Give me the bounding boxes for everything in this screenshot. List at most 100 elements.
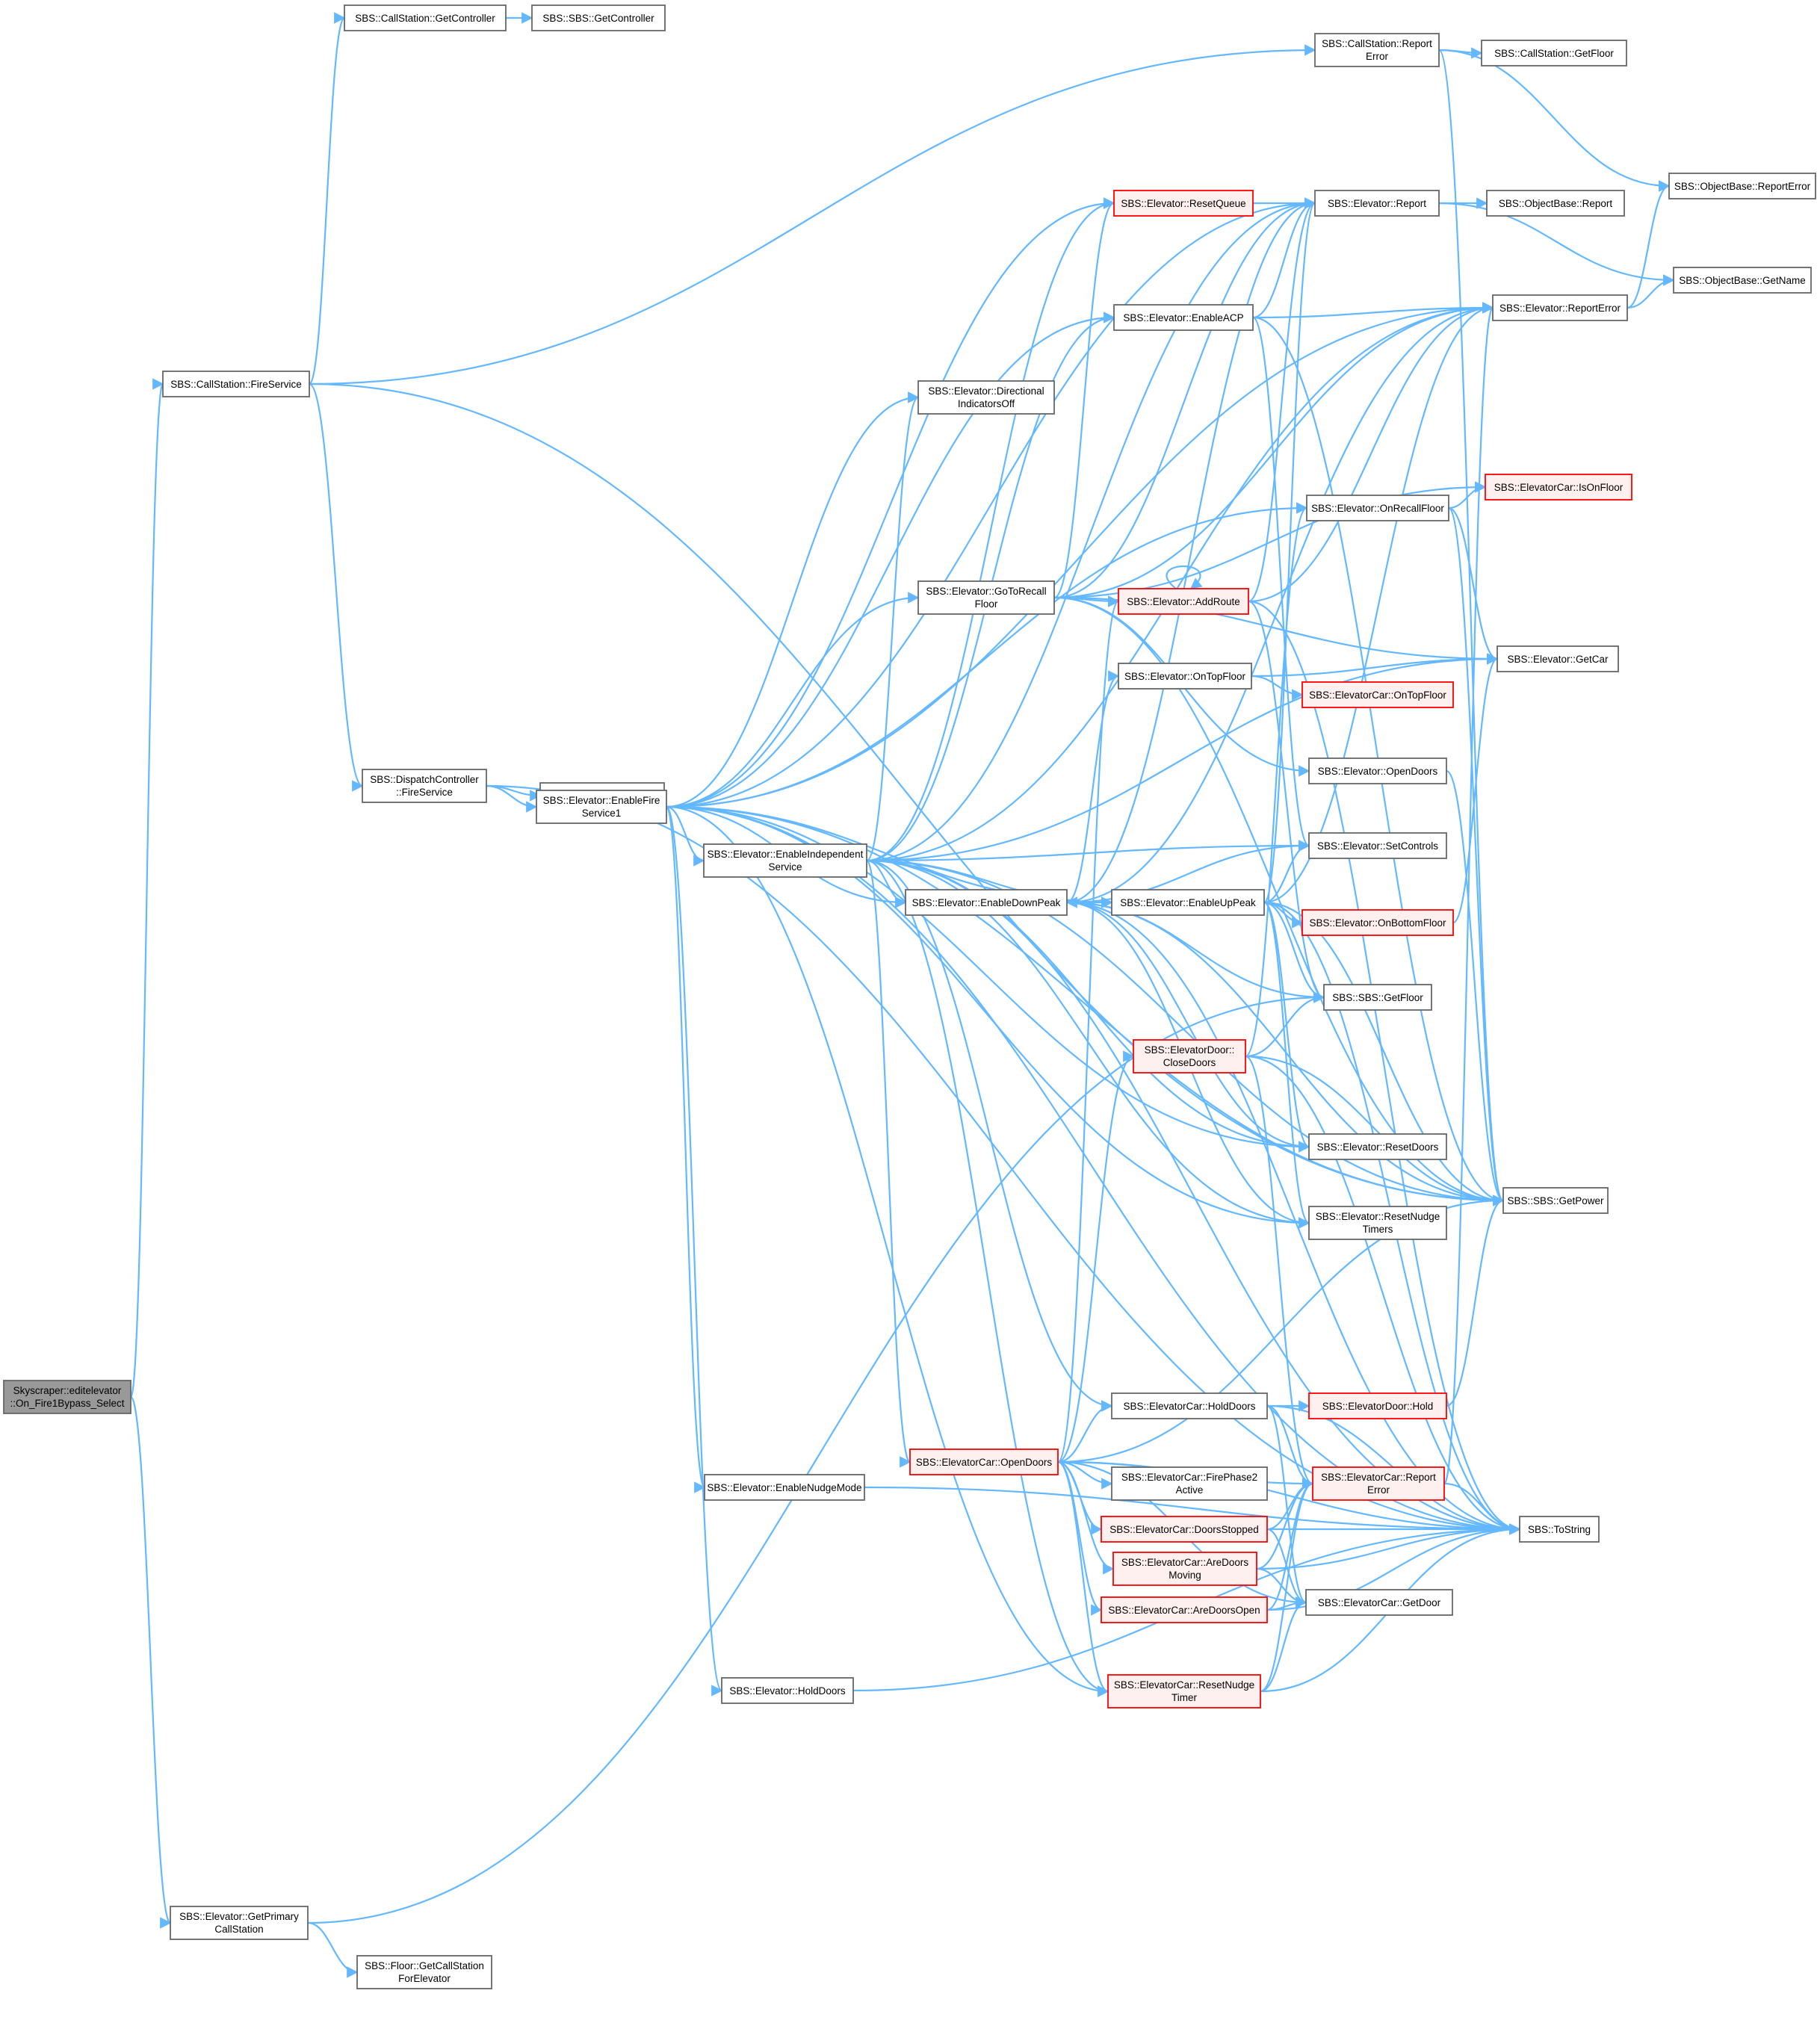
edge-ed_close-to-sbs_getfloor (1245, 991, 1325, 1058)
node-el-ontop[interactable]: SBS::Elevator::OnTopFloor (1118, 663, 1252, 690)
node-ec-open[interactable]: SBS::ElevatorCar::OpenDoors (909, 1449, 1059, 1475)
node-box (1502, 1187, 1609, 1214)
node-el-getcar[interactable]: SBS::Elevator::GetCar (1496, 645, 1619, 672)
edge-ec_hold-to-ec_getdoor (1266, 1404, 1307, 1608)
edge-cs_report-to-ob_reporterr (1438, 49, 1671, 192)
node-box (917, 380, 1055, 415)
node-label: Skyscraper::editelevator (13, 1385, 122, 1396)
node-el-uppeak[interactable]: SBS::Elevator::EnableUpPeak (1111, 889, 1265, 916)
node-box (536, 790, 667, 824)
node-ed-hold[interactable]: SBS::ElevatorDoor::Hold (1308, 1392, 1447, 1419)
node-label: Timer (1171, 1692, 1197, 1703)
node-el-holddoors[interactable]: SBS::Elevator::HoldDoors (721, 1677, 854, 1704)
node-ec-reporterr[interactable]: SBS::ElevatorCar::ReportError (1312, 1466, 1445, 1501)
node-box (1486, 190, 1625, 217)
edge-el_fire1-to-el_gotorecall (666, 592, 920, 808)
node-label: CloseDoors (1163, 1057, 1216, 1068)
node-el-report[interactable]: SBS::Elevator::Report (1314, 190, 1440, 217)
edge-el_onrecall-to-ec_isonfloor (1448, 481, 1487, 509)
node-label: SBS::Elevator::EnableDownPeak (912, 897, 1061, 908)
node-label: SBS::ElevatorDoor::Hold (1322, 1401, 1434, 1412)
node-label: SBS::DispatchController (370, 774, 479, 785)
node-box (1308, 758, 1447, 784)
node-ec-getdoor[interactable]: SBS::ElevatorCar::GetDoor (1305, 1589, 1453, 1616)
node-el-reporterr[interactable]: SBS::Elevator::ReportError (1492, 294, 1628, 321)
edge-el_downpeak-to-el_report (1066, 197, 1316, 904)
node-ec-hold[interactable]: SBS::ElevatorCar::HoldDoors (1111, 1392, 1268, 1419)
node-el-onrecall[interactable]: SBS::Elevator::OnRecallFloor (1306, 495, 1449, 521)
node-cs-getfloor[interactable]: SBS::CallStation::GetFloor (1481, 40, 1627, 66)
edge-el_gotorecall-to-el_resetqueue (1053, 197, 1115, 599)
node-el-setctrl[interactable]: SBS::Elevator::SetControls (1308, 832, 1447, 859)
node-cs-report[interactable]: SBS::CallStation::ReportError (1314, 33, 1440, 67)
node-box (1301, 681, 1454, 708)
edge-el_fire1-to-ec_nudge (666, 805, 1109, 1697)
node-el-opendoors[interactable]: SBS::Elevator::OpenDoors (1308, 758, 1447, 784)
edge-el_downpeak-to-el_resetdoors (1066, 901, 1310, 1153)
node-el-onbottom[interactable]: SBS::Elevator::OnBottomFloor (1301, 909, 1454, 936)
node-box (703, 843, 867, 878)
node-box (1673, 267, 1812, 294)
node-label: SBS::ElevatorCar::IsOnFloor (1494, 482, 1624, 493)
node-el-nudge[interactable]: SBS::Elevator::EnableNudgeMode (704, 1474, 865, 1501)
edge-el_enableacp-to-el_setctrl (1252, 316, 1310, 852)
node-label: SBS::Elevator::ResetNudge (1316, 1211, 1440, 1222)
edge-el_indep-to-el_resetqueue (866, 197, 1115, 862)
node-ed-close[interactable]: SBS::ElevatorDoor::CloseDoors (1133, 1039, 1246, 1073)
node-sbs-power[interactable]: SBS::SBS::GetPower (1502, 1187, 1609, 1214)
node-box (1314, 33, 1440, 67)
node-el-downpeak[interactable]: SBS::Elevator::EnableDownPeak (905, 889, 1068, 916)
node-label: SBS::CallStation::FireService (170, 379, 302, 390)
node-ob-reporterr[interactable]: SBS::ObjectBase::ReportError (1668, 173, 1816, 199)
node-el-resetqueue[interactable]: SBS::Elevator::ResetQueue (1113, 190, 1254, 217)
node-label: SBS::Elevator::HoldDoors (729, 1685, 846, 1697)
node-label: SBS::Elevator::Directional (928, 385, 1044, 397)
node-sbs-getfloor[interactable]: SBS::SBS::GetFloor (1323, 984, 1432, 1011)
edge-el_indep-to-el_setctrl (866, 840, 1310, 862)
node-label: CallStation (214, 1924, 263, 1935)
edge-el_fire1-to-el_indep (666, 805, 705, 867)
node-label: Error (1366, 51, 1389, 62)
node-label: SBS::SBS::GetController (542, 13, 654, 24)
node-ob-getname[interactable]: SBS::ObjectBase::GetName (1673, 267, 1812, 294)
node-ec-isonfloor[interactable]: SBS::ElevatorCar::IsOnFloor (1485, 474, 1632, 501)
node-dc-fire[interactable]: SBS::DispatchController::FireService (362, 769, 487, 803)
node-box (531, 4, 666, 31)
node-ob-report[interactable]: SBS::ObjectBase::Report (1486, 190, 1625, 217)
node-ec-ontop[interactable]: SBS::ElevatorCar::OnTopFloor (1301, 681, 1454, 708)
edge-ec_reporterr-to-tostring (1443, 1482, 1521, 1535)
edge-el_fire1-to-el_enableacp (666, 312, 1115, 808)
node-el-addroute[interactable]: SBS::Elevator::AddRoute (1118, 588, 1249, 615)
node-el-enableacp[interactable]: SBS::Elevator::EnableACP (1113, 304, 1254, 331)
edge-ec_open-to-ec_areopen (1057, 1460, 1103, 1616)
node-el-resetdoors[interactable]: SBS::Elevator::ResetDoors (1308, 1133, 1447, 1160)
node-tostring[interactable]: SBS::ToString (1519, 1516, 1600, 1543)
node-box (917, 580, 1055, 615)
node-ec-stopped[interactable]: SBS::ElevatorCar::DoorsStopped (1101, 1516, 1268, 1543)
node-box (1308, 1133, 1447, 1160)
node-box (1668, 173, 1816, 199)
node-cs-getctrl[interactable]: SBS::CallStation::GetController (344, 4, 507, 31)
edge-ed_close-to-tostring (1245, 1055, 1521, 1535)
node-box (356, 1955, 492, 1989)
edge-ec_reporterr-to-el_reporterr (1443, 303, 1494, 1485)
node-label: SBS::ToString (1528, 1524, 1591, 1535)
node-label: SBS::ElevatorCar::GetDoor (1318, 1597, 1441, 1608)
node-cs-fire[interactable]: SBS::CallStation::FireService (162, 371, 310, 397)
node-ec-areopen[interactable]: SBS::ElevatorCar::AreDoorsOpen (1101, 1596, 1268, 1623)
edge-el_fire1-to-el_nudge (665, 805, 706, 1493)
node-box (704, 1474, 865, 1501)
node-root[interactable]: Skyscraper::editelevator::On_Fire1Bypass… (3, 1380, 131, 1414)
edge-el_fire1-to-el_report (666, 197, 1316, 808)
node-sbs-getctrl[interactable]: SBS::SBS::GetController (531, 4, 666, 31)
